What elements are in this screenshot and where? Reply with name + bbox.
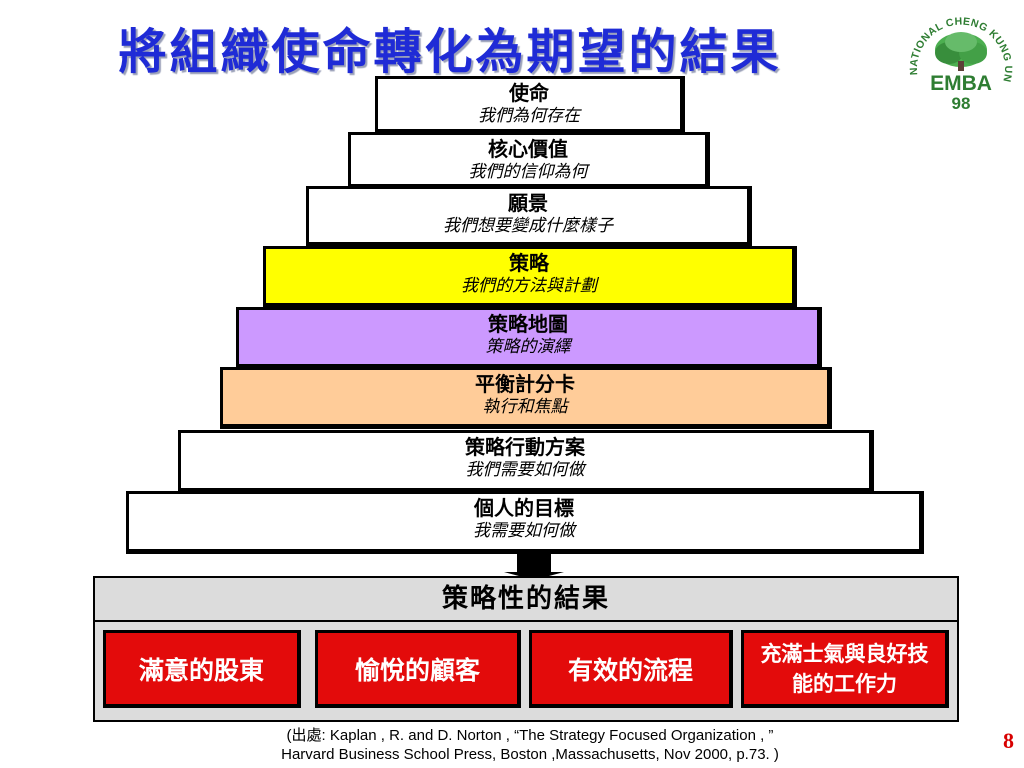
tier-name: 平衡計分卡	[475, 372, 575, 396]
tier-name: 策略地圖	[488, 312, 568, 336]
result-customers: 愉悅的顧客	[315, 630, 521, 708]
tier-desc: 我們需要如何做	[465, 460, 585, 480]
tier-strategy: 策略 我們的方法與計劃	[263, 246, 797, 308]
tier-desc: 我們的方法與計劃	[461, 276, 597, 296]
result-label: 充滿士氣與良好技能的工作力	[760, 640, 929, 696]
tier-strategic-initiatives: 策略行動方案 我們需要如何做	[178, 430, 874, 493]
citation-prefix: (出處	[286, 727, 322, 744]
result-label: 愉悅的顧客	[354, 655, 480, 685]
tier-desc: 我們的信仰為何	[468, 162, 588, 182]
tier-name: 策略行動方案	[465, 435, 585, 459]
tier-desc: 執行和焦點	[482, 397, 568, 417]
citation-line1: : Kaplan , R. and D. Norton , “The Strat…	[321, 727, 774, 744]
tier-balanced-scorecard: 平衡計分卡 執行和焦點	[220, 367, 832, 429]
tier-name: 使命	[509, 81, 549, 105]
results-title: 策略性的結果	[95, 578, 957, 622]
down-arrow-stem	[517, 553, 551, 573]
logo-emba-text: EMBA	[930, 72, 992, 95]
tier-desc: 策略的演繹	[485, 337, 571, 357]
tier-name: 策略	[509, 251, 549, 275]
tier-mission: 使命 我們為何存在	[375, 76, 685, 134]
strategic-results-panel: 策略性的結果 滿意的股東 愉悅的顧客 有效的流程 充滿士氣與良好技能的工作力	[93, 576, 959, 722]
tier-strategy-map: 策略地圖 策略的演繹	[236, 307, 822, 369]
result-processes: 有效的流程	[529, 630, 733, 708]
tier-desc: 我需要如何做	[473, 521, 575, 541]
tier-desc: 我們為何存在	[478, 106, 580, 126]
page-number: 8	[1003, 728, 1014, 753]
result-label: 有效的流程	[567, 655, 693, 685]
result-label: 滿意的股東	[138, 655, 264, 685]
result-workforce: 充滿士氣與良好技能的工作力	[741, 630, 949, 708]
tier-name: 願景	[508, 191, 548, 215]
ncku-emba-logo: NATIONAL CHENG KUNG UNIVERSITY EMBA 98	[900, 6, 1014, 113]
citation: (出處: Kaplan , R. and D. Norton , “The St…	[130, 726, 930, 764]
tier-vision: 願景 我們想要變成什麼樣子	[306, 186, 752, 247]
tier-name: 核心價值	[488, 137, 568, 161]
tier-personal-objectives: 個人的目標 我需要如何做	[126, 491, 924, 554]
logo-number-text: 98	[952, 94, 971, 113]
result-shareholders: 滿意的股東	[103, 630, 301, 708]
tier-core-values: 核心價值 我們的信仰為何	[348, 132, 710, 189]
tier-desc: 我們想要變成什麼樣子	[443, 216, 613, 236]
page-title: 將組織使命轉化為期望的結果	[118, 24, 782, 80]
tier-name: 個人的目標	[474, 496, 574, 520]
citation-line2: Harvard Business School Press, Boston ,M…	[281, 746, 779, 763]
